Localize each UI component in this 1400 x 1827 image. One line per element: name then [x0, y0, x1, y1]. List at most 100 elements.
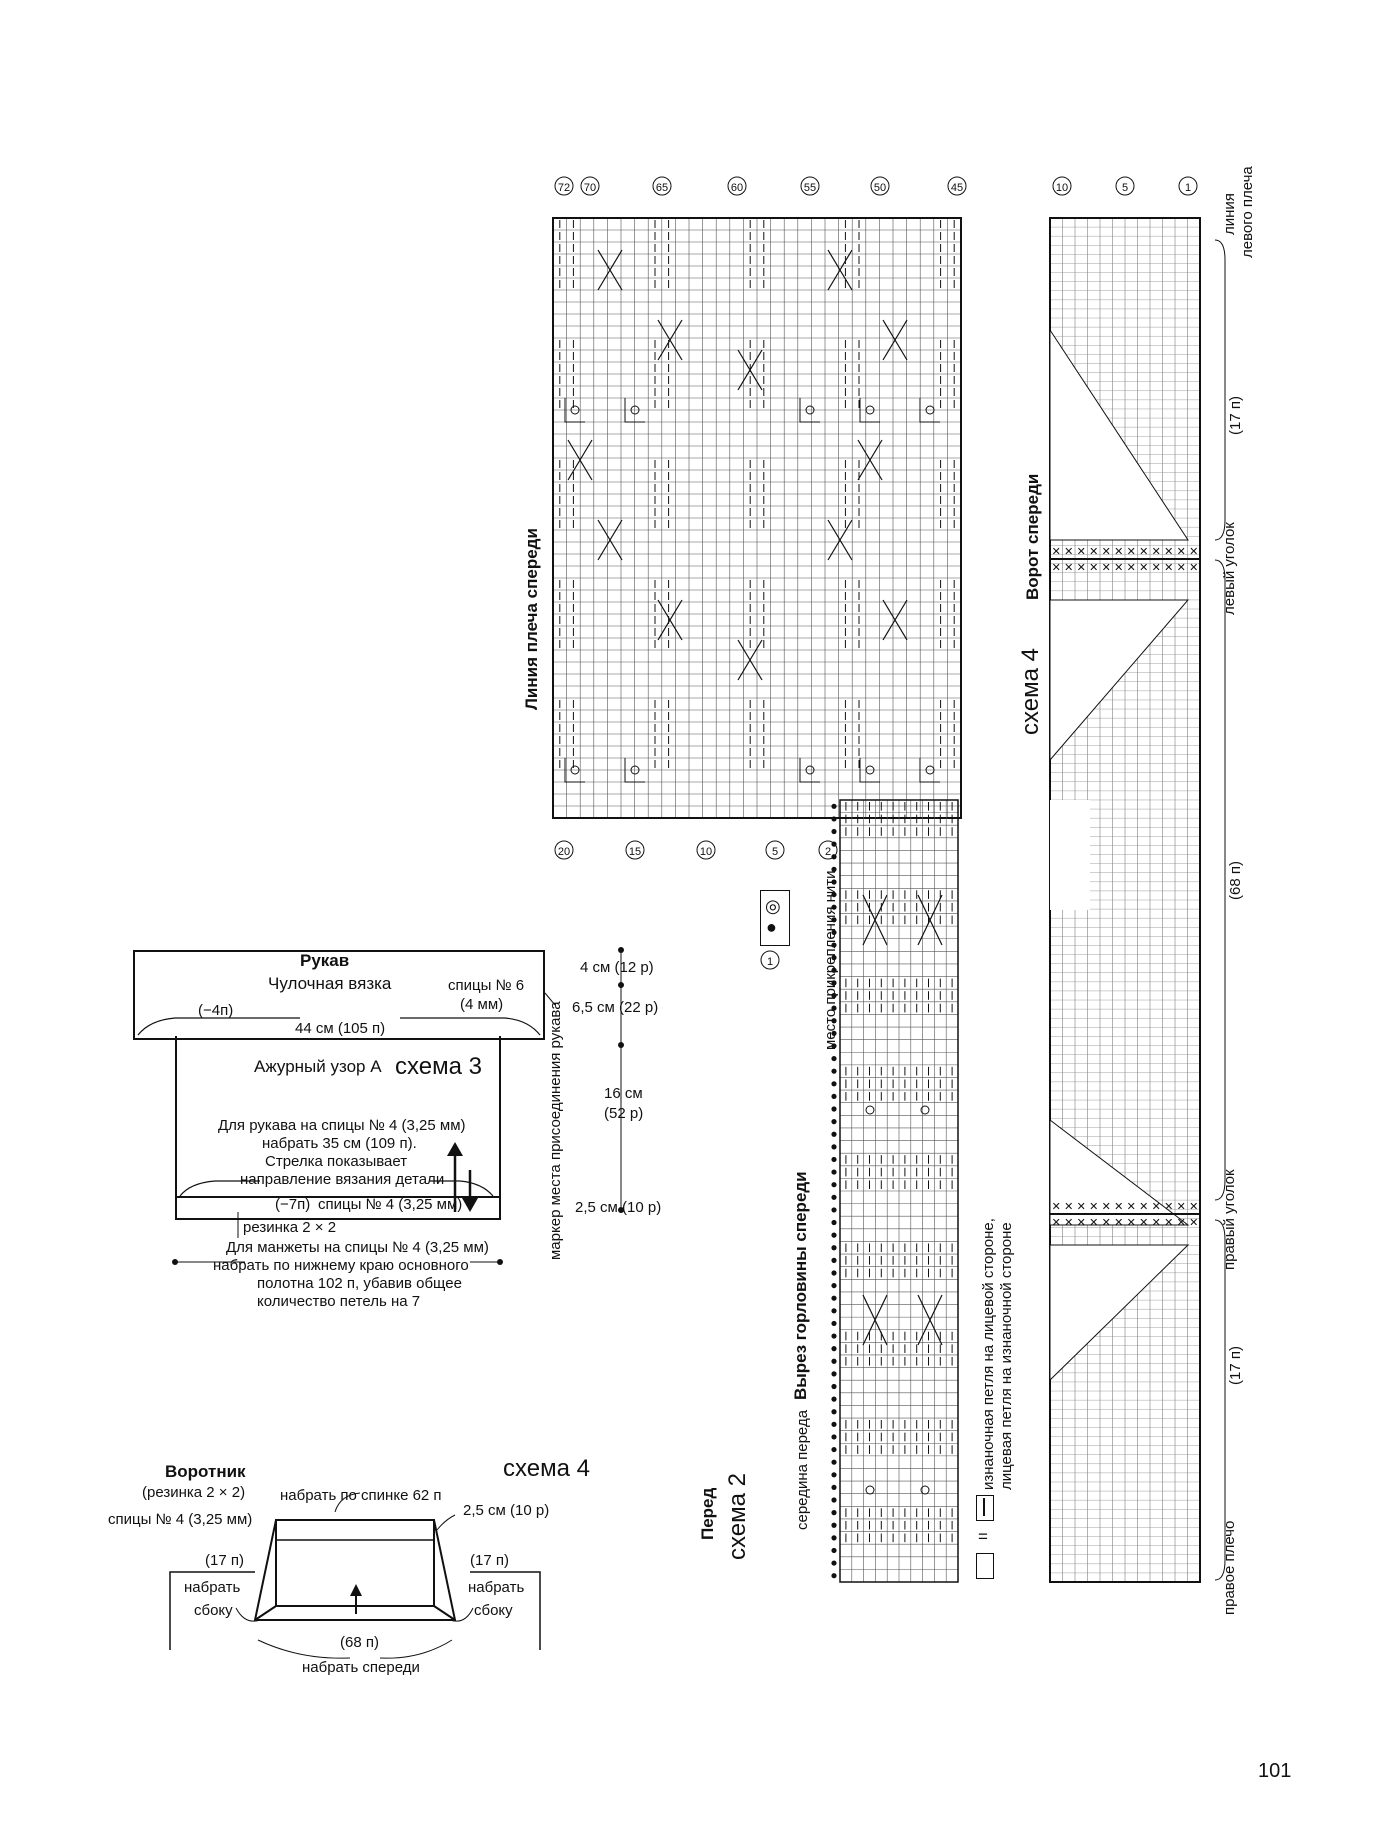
- collar-rib: (резинка 2 × 2): [142, 1484, 246, 1501]
- row-label-circle: [554, 176, 574, 196]
- scheme4-row-10: 10: [1056, 182, 1068, 194]
- corner-x-mark: ✕: [1052, 546, 1061, 558]
- row-label-circle: [760, 950, 780, 970]
- row-label-bottom-5: 5: [772, 846, 778, 858]
- collar-right-pick2: сбоку: [474, 1602, 513, 1619]
- collar-front-count: (68 п): [340, 1634, 379, 1651]
- sleeve-needles-bottom: спицы № 4 (3,25 мм): [318, 1196, 463, 1213]
- collar-right-count: (17 п): [470, 1552, 509, 1569]
- corner-x-mark: ✕: [1152, 546, 1161, 558]
- sleeve-instr4: направление вязания детали: [240, 1171, 445, 1188]
- row-label-bottom-10: 10: [700, 846, 712, 858]
- row-label-top-72: 72: [558, 182, 570, 194]
- front-scheme: схема 2: [724, 1473, 751, 1560]
- corner-x-mark: ✕: [1077, 546, 1086, 558]
- upper-grid-border: [552, 217, 962, 819]
- scheme4-count17b: (17 п): [1227, 1346, 1244, 1385]
- legend-box-dash: [976, 1495, 994, 1521]
- collar-left-pick2: сбоку: [194, 1602, 233, 1619]
- corner-x-mark: ✕: [1139, 562, 1148, 574]
- front-attach: место прикрепления нити: [822, 870, 839, 1050]
- scheme4-row-circle: [1115, 176, 1135, 196]
- legend-purl: изнаночная петля на лицевой стороне,: [980, 1218, 997, 1490]
- scheme4-row-circle: [1178, 176, 1198, 196]
- row-label-circle: [580, 176, 600, 196]
- scheme4-left-corner: левый уголок: [1221, 522, 1238, 615]
- corner-x-mark: ✕: [1052, 562, 1061, 574]
- row-label-circle: [554, 840, 574, 860]
- row-label-circle: [765, 840, 785, 860]
- row-label-bottom-1: 1: [767, 956, 773, 968]
- collar-height: 2,5 см (10 р): [463, 1502, 550, 1519]
- corner-x-mark: ✕: [1177, 562, 1186, 574]
- sleeve-cuff3: полотна 102 п, убавив общее: [257, 1275, 462, 1292]
- corner-x-mark: ✕: [1052, 1201, 1061, 1213]
- corner-x-mark: ✕: [1089, 1217, 1098, 1229]
- row-label-bottom-2: 2: [825, 846, 831, 858]
- front-center: середина переда: [794, 1409, 811, 1530]
- sleeve-cuff-box: [175, 1196, 501, 1220]
- row-label-circle: [652, 176, 672, 196]
- sleeve-dim3a: 16 см: [604, 1085, 643, 1102]
- sleeve-marker: маркер места присоединения рукава: [547, 1001, 564, 1260]
- corner-x-mark: ✕: [1164, 1201, 1173, 1213]
- corner-x-mark: ✕: [1127, 562, 1136, 574]
- sleeve-dim4: 2,5 см (10 р): [575, 1199, 662, 1216]
- corner-x-mark: ✕: [1152, 1217, 1161, 1229]
- corner-x-mark: ✕: [1114, 546, 1123, 558]
- corner-x-mark: ✕: [1127, 546, 1136, 558]
- sleeve-knit-top: Чулочная вязка: [268, 974, 392, 993]
- corner-x-mark: ✕: [1189, 546, 1198, 558]
- legend-eq: =: [978, 1527, 988, 1546]
- collar-scheme: схема 4: [503, 1455, 590, 1482]
- scheme4-left-shoulder2: левого плеча: [1239, 166, 1256, 258]
- scheme4-left-shoulder1: линия: [1221, 193, 1238, 235]
- collar-left-count: (17 п): [205, 1552, 244, 1569]
- sleeve-rib: резинка 2 × 2: [243, 1219, 337, 1236]
- corner-x-mark: ✕: [1177, 546, 1186, 558]
- row-label-bottom-15: 15: [629, 846, 641, 858]
- sleeve-instr2: набрать 35 см (109 п).: [262, 1135, 417, 1152]
- corner-x-mark: ✕: [1102, 562, 1111, 574]
- corner-x-mark: ✕: [1077, 1201, 1086, 1213]
- row-label-top-55: 55: [804, 182, 816, 194]
- legend-knit: лицевая петля на изнаночной стороне: [998, 1222, 1015, 1490]
- row-label-circle: [696, 840, 716, 860]
- sleeve-needles-top: спицы № 6: [448, 977, 525, 994]
- attach-symbol-box: [760, 890, 790, 946]
- collar-needles: спицы № 4 (3,25 мм): [108, 1511, 253, 1528]
- corner-x-mark: ✕: [1114, 562, 1123, 574]
- corner-x-mark: ✕: [1177, 1217, 1186, 1229]
- corner-x-mark: ✕: [1164, 546, 1173, 558]
- sleeve-dim3b: (52 р): [604, 1105, 644, 1122]
- attach-dot-icon: ●: [766, 917, 777, 937]
- sleeve-top-box: [133, 950, 545, 1040]
- corner-x-mark: ✕: [1127, 1217, 1136, 1229]
- corner-x-mark: ✕: [1089, 1201, 1098, 1213]
- sleeve-cuff2: набрать по нижнему краю основного: [213, 1257, 469, 1274]
- corner-x-mark: ✕: [1189, 562, 1198, 574]
- corner-x-mark: ✕: [1139, 546, 1148, 558]
- sleeve-instr3: Стрелка показывает: [265, 1153, 408, 1170]
- corner-x-mark: ✕: [1064, 1217, 1073, 1229]
- corner-x-mark: ✕: [1164, 562, 1173, 574]
- legend-box-empty: [976, 1553, 994, 1579]
- scheme4-row-5: 5: [1122, 182, 1128, 194]
- front-title: Перед: [698, 1487, 717, 1540]
- sleeve-needles-top-mm: (4 мм): [460, 996, 504, 1013]
- corner-x-mark: ✕: [1077, 1217, 1086, 1229]
- corner-x-mark: ✕: [1189, 1201, 1198, 1213]
- corner-x-mark: ✕: [1127, 1201, 1136, 1213]
- row-label-top-70: 70: [584, 182, 596, 194]
- legend-dash-icon: [983, 1498, 985, 1516]
- corner-x-mark: ✕: [1089, 546, 1098, 558]
- collar-title: Воротник: [165, 1462, 246, 1481]
- scheme4-border: [1049, 217, 1201, 1583]
- corner-x-mark: ✕: [1114, 1201, 1123, 1213]
- front-shoulder-line: Линия плеча спереди: [522, 528, 541, 710]
- sleeve-cuff4: количество петель на 7: [257, 1293, 421, 1310]
- collar-front-pick: набрать спереди: [302, 1659, 420, 1676]
- collar-left-pick1: набрать: [184, 1579, 241, 1596]
- page-number: 101: [1258, 1760, 1292, 1782]
- corner-x-mark: ✕: [1077, 562, 1086, 574]
